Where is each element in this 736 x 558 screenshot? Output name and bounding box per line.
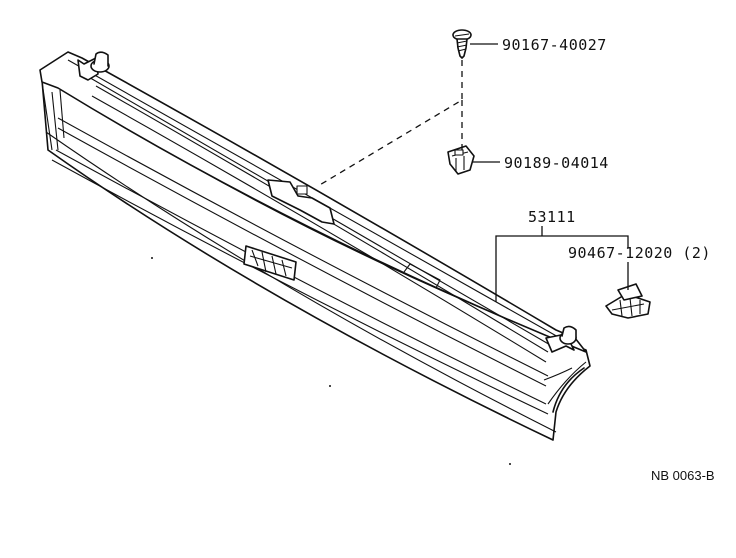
clip-nut-part (447, 145, 475, 175)
screw-part (452, 29, 472, 59)
radiator-grille (39, 51, 591, 441)
emblem (243, 245, 297, 281)
label-grille-assy: 53111 (528, 208, 576, 226)
label-retainer: 90467-12020 (2) (568, 244, 711, 262)
leader-lines (317, 43, 629, 302)
drawing-reference: NB 0063-B (651, 468, 715, 483)
label-clip-nut: 90189-04014 (504, 154, 609, 172)
retainer-part (605, 283, 651, 319)
label-screw: 90167-40027 (502, 36, 607, 54)
